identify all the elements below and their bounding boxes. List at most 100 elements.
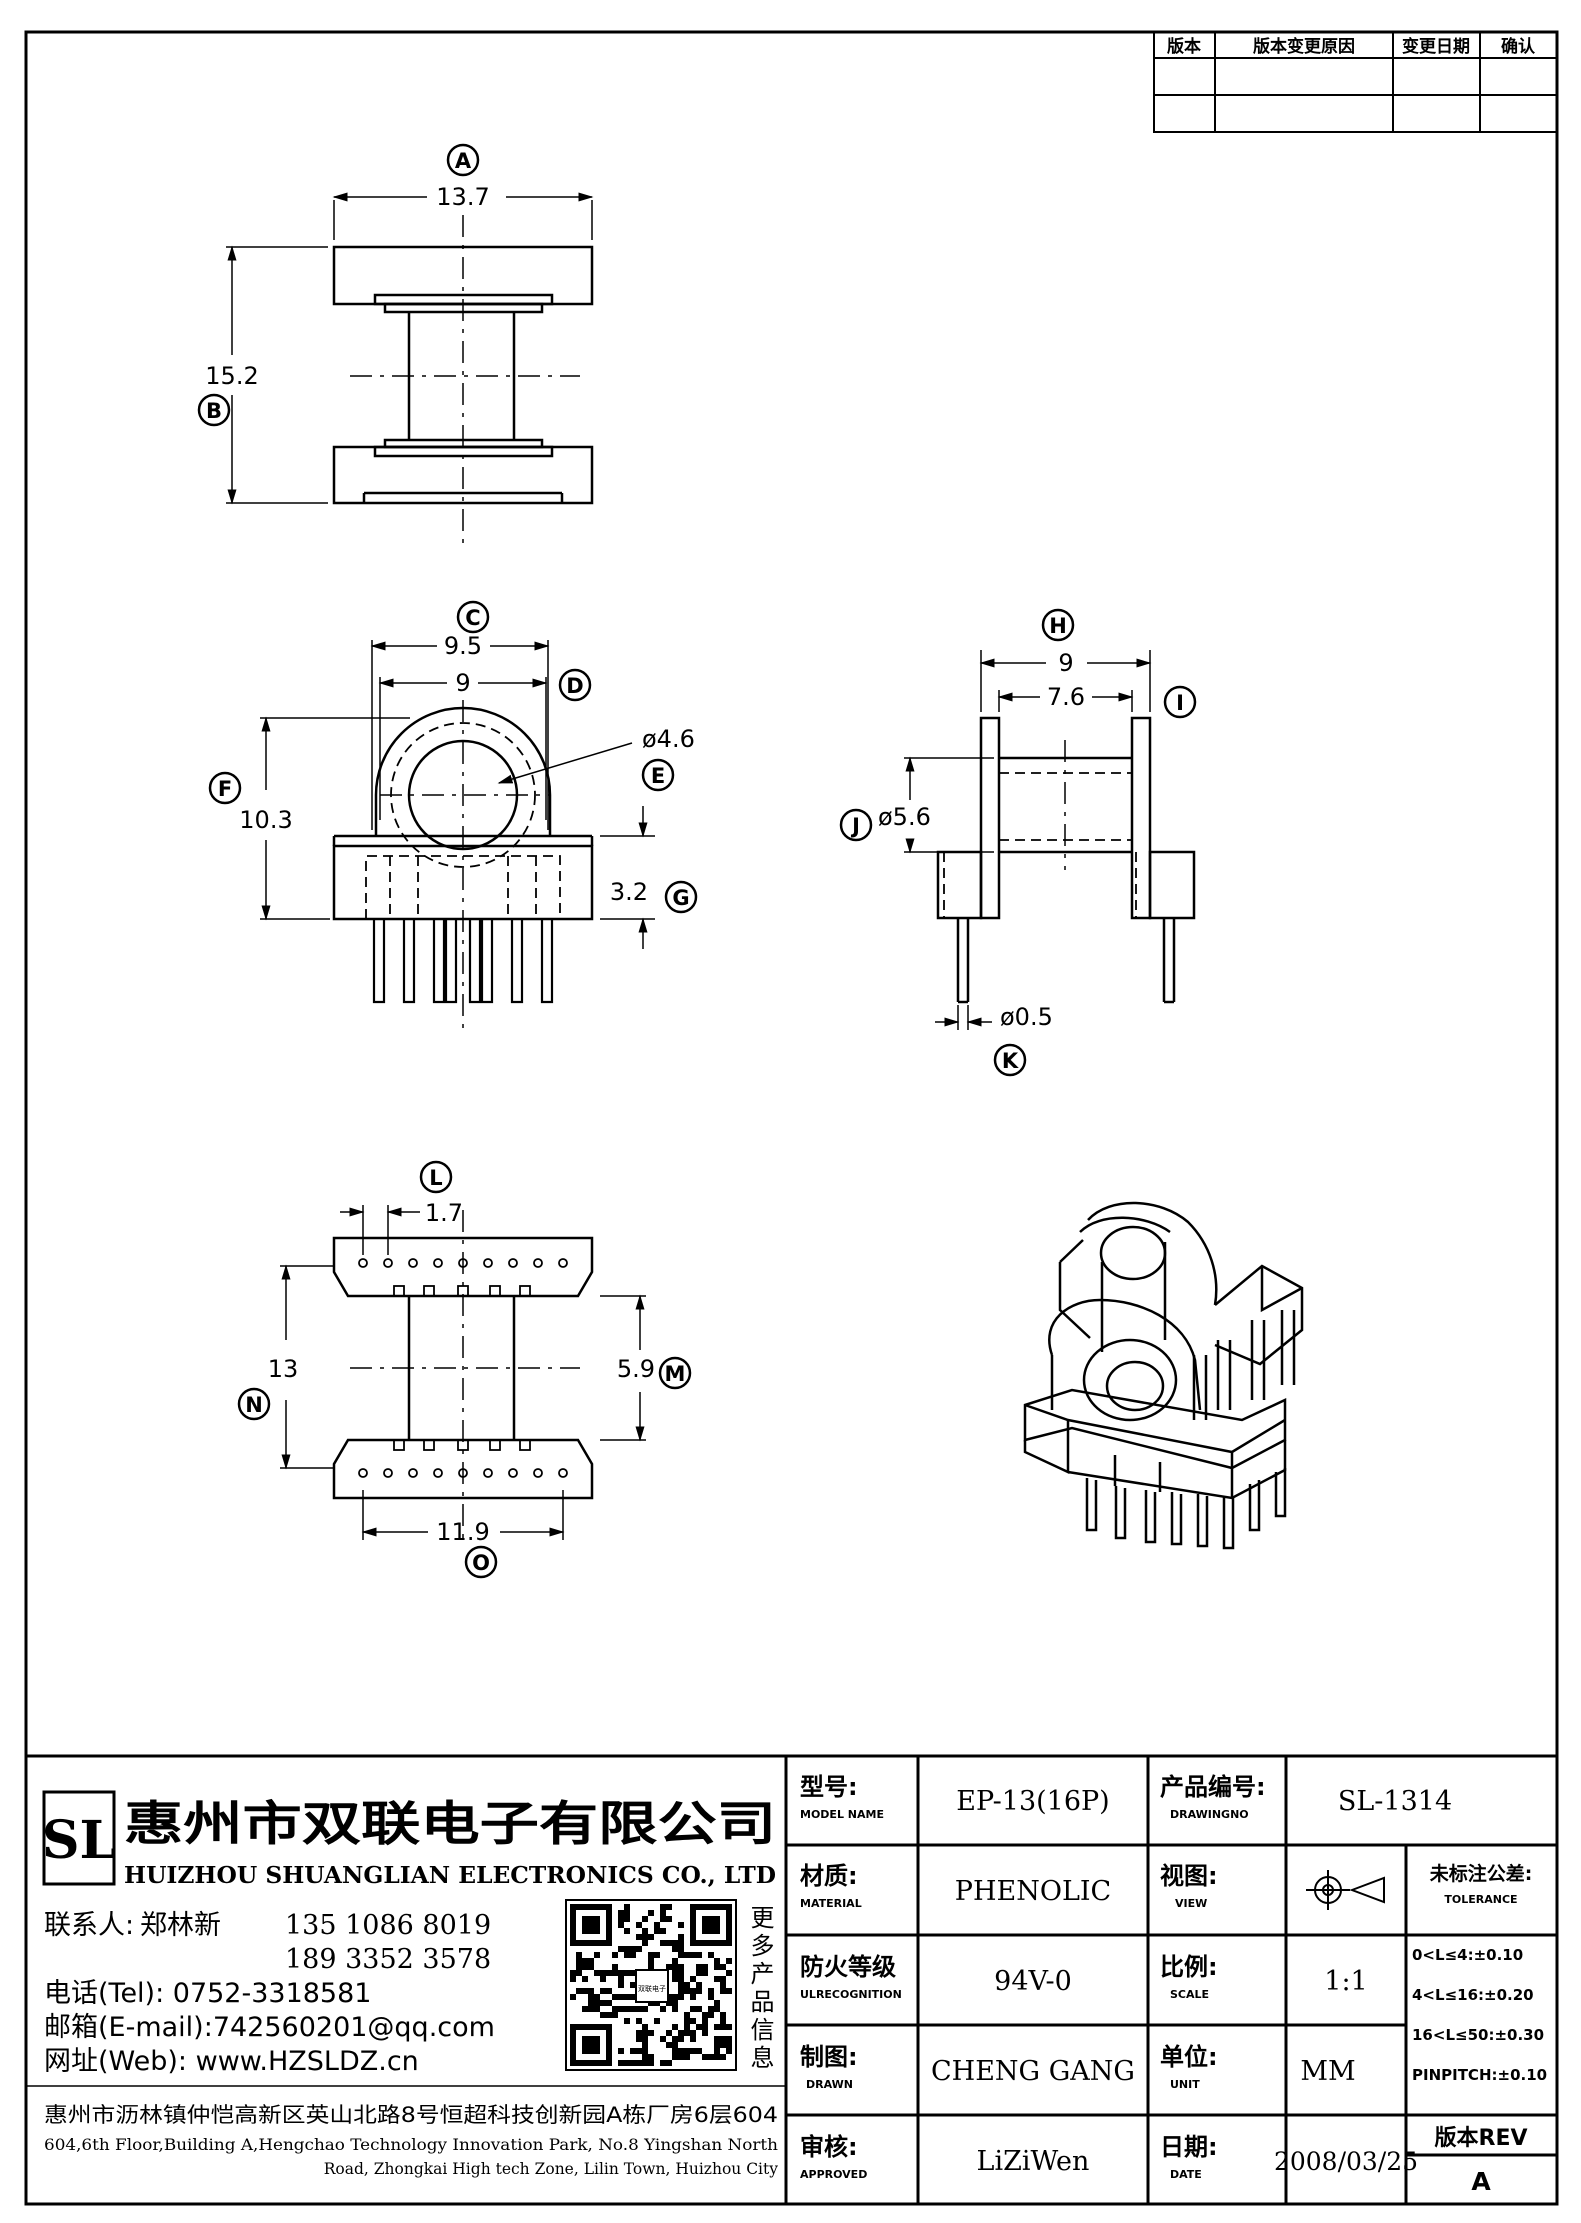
qr-module [618,1922,624,1928]
qr-module [642,2030,648,2036]
qr-module [588,1958,594,1964]
qr-module [600,1976,606,1982]
contact-web: 网址(Web): www.HZSLDZ.cn [44,2046,419,2077]
qr-module [648,1952,654,1958]
unit-value: MM [1300,2056,1355,2087]
qr-module [612,1964,618,1970]
qr-module [702,2054,708,2060]
qr-module [642,2036,648,2042]
logo-letters: SL [42,1810,116,1871]
qr-module [666,1904,672,1910]
dim-value-j: ø5.6 [878,803,931,831]
drawing-border [24,30,1559,2206]
qr-module [660,1916,666,1922]
dim-value-l: 1.7 [425,1199,463,1227]
qr-module [636,2030,642,2036]
qr-module [672,1994,678,2000]
qr-module [672,1940,678,1946]
qr-module [642,2042,648,2048]
qr-module [690,2018,696,2024]
qr-module [600,1970,606,1976]
qr-module [690,2036,696,2042]
qr-module [726,2036,732,2042]
dim-value-h: 9 [1058,649,1073,677]
qr-module [690,1994,696,2000]
qr-module [708,1994,714,2000]
qr-module [642,2006,648,2012]
qr-module [642,1940,648,1946]
contact-email: 邮箱(E-mail):742560201@qq.com [44,2012,495,2043]
qr-module [654,1928,660,1934]
balloon-i: I [1176,691,1184,715]
qr-module [600,1988,606,1994]
qr-module [714,2054,720,2060]
qr-module [624,1904,630,1910]
company-name-en: HUIZHOU SHUANGLIAN ELECTRONICS CO., LTD [124,1862,776,1889]
qr-module [642,2054,648,2060]
qr-module [690,1976,696,1982]
front-pins [372,919,554,1004]
qr-module [672,1970,678,1976]
qr-module [600,2000,606,2006]
address-en-line-1: 604,6th Floor,Building A,Hengchao Techno… [44,2136,778,2154]
qr-module [606,1970,612,1976]
qr-module [636,2060,642,2066]
qr-module [714,1958,720,1964]
qr-module [576,1958,582,1964]
qr-center-label: 双联电子 [638,1984,666,1993]
rev-header-reason: 版本变更原因 [1253,36,1355,57]
balloon-k: K [1002,1049,1019,1073]
qr-module [642,1934,648,1940]
qr-module [654,2018,660,2024]
balloon-m: M [665,1362,686,1386]
qr-module [666,1964,672,1970]
address-cn: 惠州市沥林镇仲恺高新区英山北路8号恒超科技创新园A栋厂房6层604 [44,2103,778,2127]
qr-module [636,2006,642,2012]
qr-module [714,2000,720,2006]
qr-module [582,2006,588,2012]
address-en-line-2: Road, Zhongkai High tech Zone, Lilin Tow… [324,2160,778,2178]
balloon-f: F [218,777,232,801]
qr-module [726,1988,732,1994]
qr-module [570,1970,576,1976]
drawn-label-cn: 制图: [800,2043,858,2071]
dim-value-b: 15.2 [205,362,258,390]
qr-module [618,1970,624,1976]
qr-module [672,2024,678,2030]
qr-module [582,1988,588,1994]
qr-module [702,1964,708,1970]
scale-label-cn: 比例: [1160,1953,1218,1981]
drawn-label-en: DRAWN [806,2078,853,2091]
qr-module [624,1970,630,1976]
qr-module [708,2006,714,2012]
scale-value: 1:1 [1324,1966,1367,1997]
qr-module [636,1934,642,1940]
qr-module [570,1976,576,1982]
qr-module [690,2006,696,2012]
qr-module [594,1994,600,2000]
contact-tel: 电话(Tel): 0752-3318581 [44,1978,371,2009]
qr-module [714,1964,720,1970]
qr-module [654,1922,660,1928]
dim-value-o: 11.9 [436,1518,489,1546]
qr-module [618,2006,624,2012]
qr-module [660,1910,666,1916]
qr-module [678,1952,684,1958]
qr-module [684,2054,690,2060]
material-label-cn: 材质: [800,1862,858,1890]
qr-module [618,1946,624,1952]
qr-module [660,2060,666,2066]
qr-module [654,1952,660,1958]
qr-module [642,2048,648,2054]
qr-module [714,2006,720,2012]
qr-module [678,1982,684,1988]
qr-module [588,2000,594,2006]
qr-module [630,2060,636,2066]
qr-module [696,1964,702,1970]
qr-module [594,2006,600,2012]
balloon-b: B [206,399,222,423]
qr-module [618,1910,624,1916]
ul-value: 94V-0 [994,1966,1072,1997]
qr-module [618,1976,624,1982]
qr-module [642,1928,648,1934]
